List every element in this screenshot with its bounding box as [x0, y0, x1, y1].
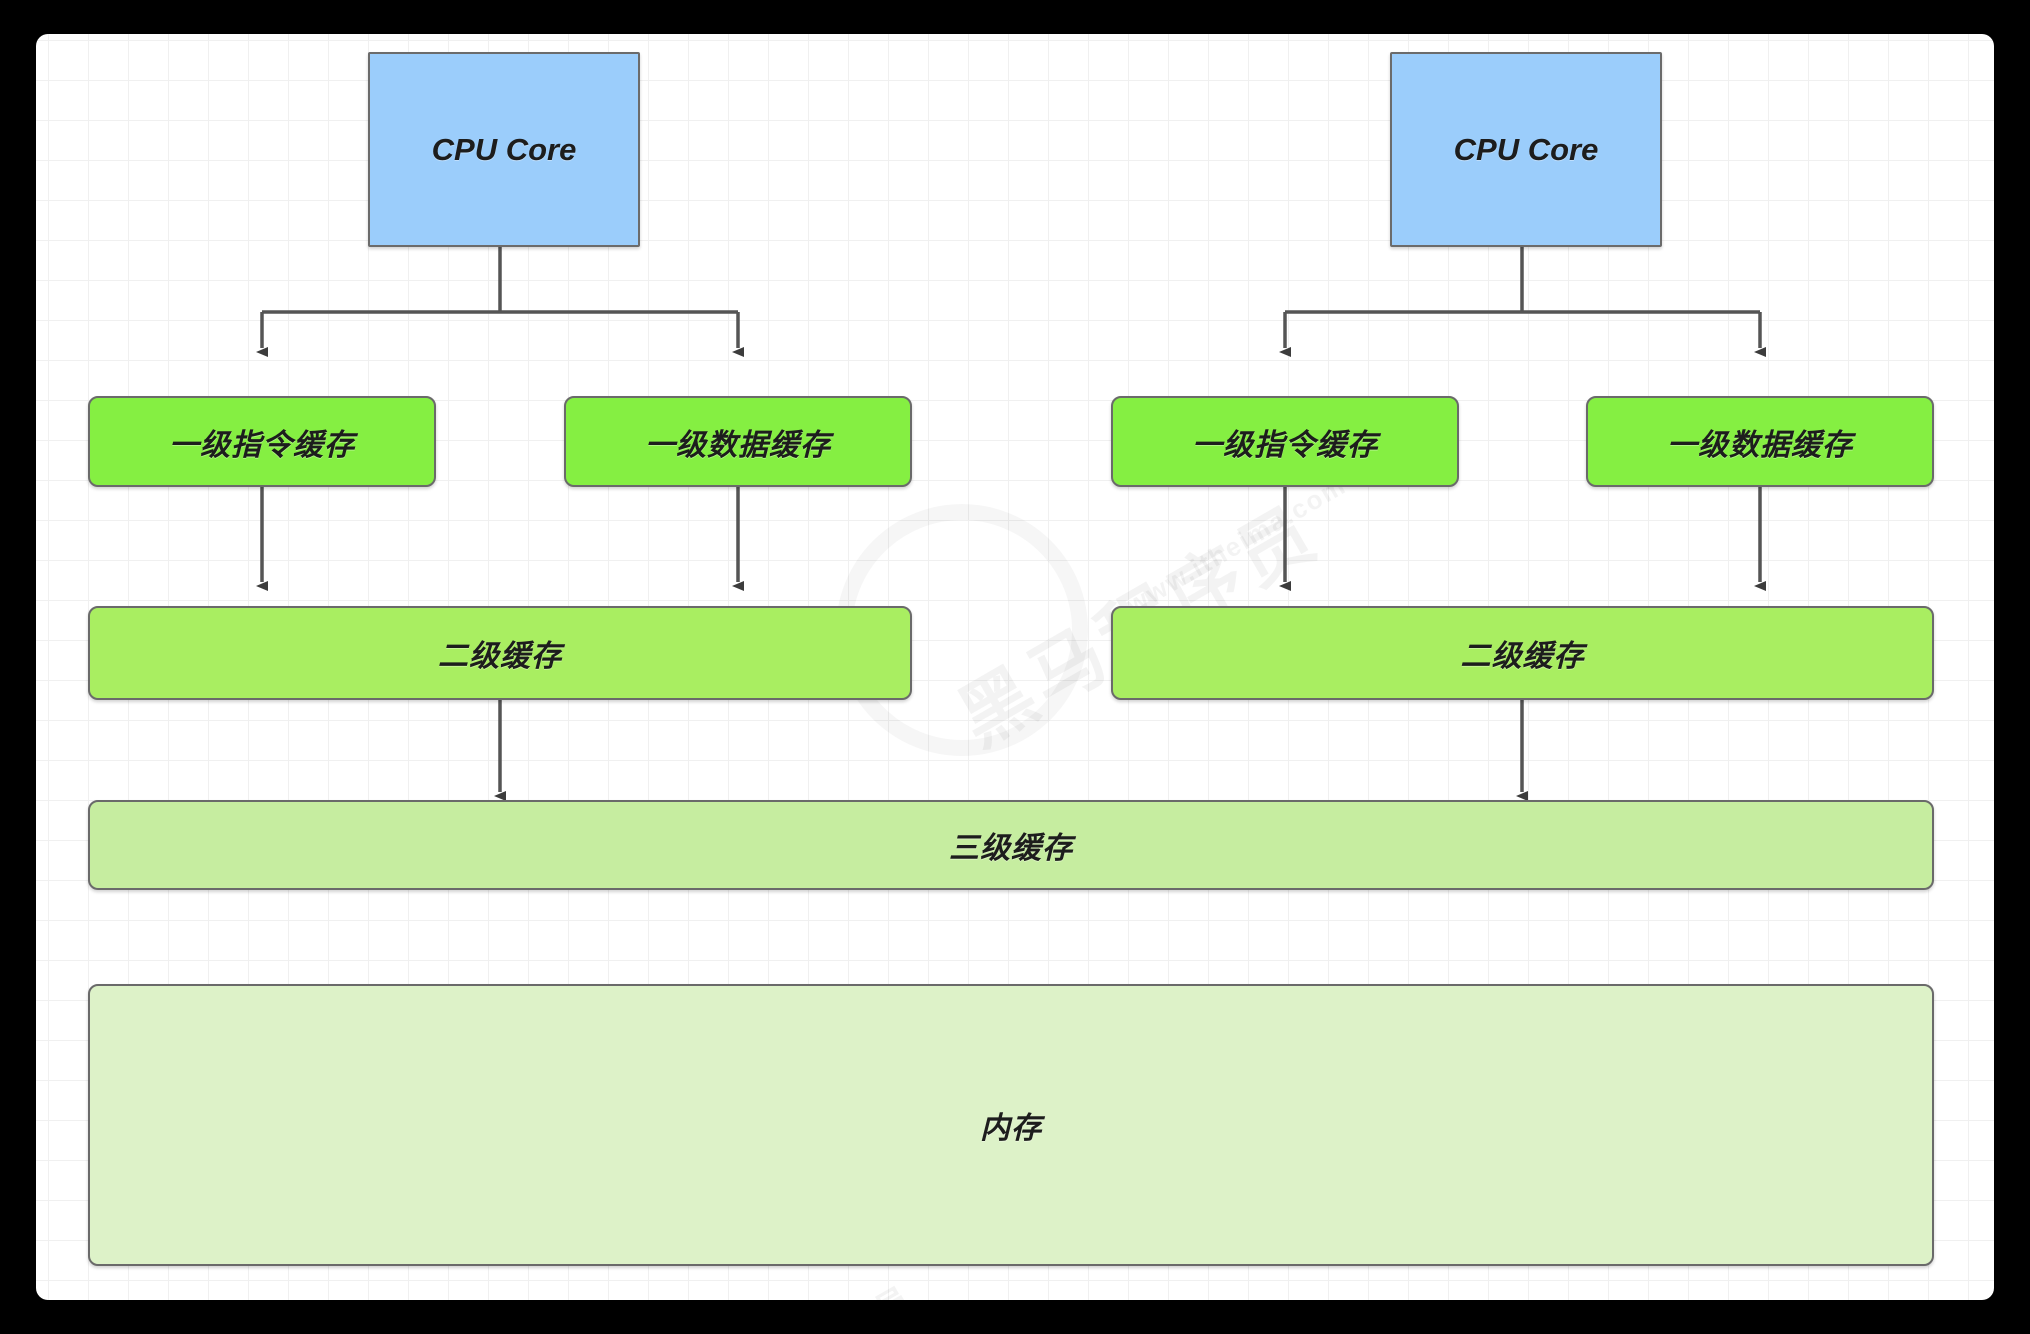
node-label: CPU Core: [1453, 131, 1599, 167]
node-label: 三级缓存: [949, 832, 1073, 865]
watermark-secondary-text: 黑马程序员: [736, 1272, 921, 1300]
node-main-memory[interactable]: 内存: [88, 984, 1934, 1266]
node-label: 内存: [980, 1112, 1042, 1145]
node-l2-cache-left[interactable]: 二级缓存: [88, 606, 912, 700]
node-label: 二级缓存: [438, 640, 562, 673]
node-l2-cache-right[interactable]: 二级缓存: [1111, 606, 1934, 700]
node-l1-data-cache-right[interactable]: 一级数据缓存: [1586, 396, 1934, 487]
node-l1-instruction-cache-left[interactable]: 一级指令缓存: [88, 396, 436, 487]
watermark-url-text: www.itheima.com: [1121, 470, 1352, 621]
node-l3-cache[interactable]: 三级缓存: [88, 800, 1934, 890]
node-label: 一级指令缓存: [1192, 428, 1378, 462]
node-l1-data-cache-left[interactable]: 一级数据缓存: [564, 396, 912, 487]
node-label: 一级指令缓存: [169, 428, 355, 462]
node-cpu-core-left[interactable]: CPU Core: [368, 52, 640, 247]
node-l1-instruction-cache-right[interactable]: 一级指令缓存: [1111, 396, 1459, 487]
node-label: CPU Core: [431, 131, 577, 167]
node-label: 一级数据缓存: [645, 428, 831, 462]
node-cpu-core-right[interactable]: CPU Core: [1390, 52, 1662, 247]
node-label: 一级数据缓存: [1667, 428, 1853, 462]
node-label: 二级缓存: [1460, 640, 1585, 673]
